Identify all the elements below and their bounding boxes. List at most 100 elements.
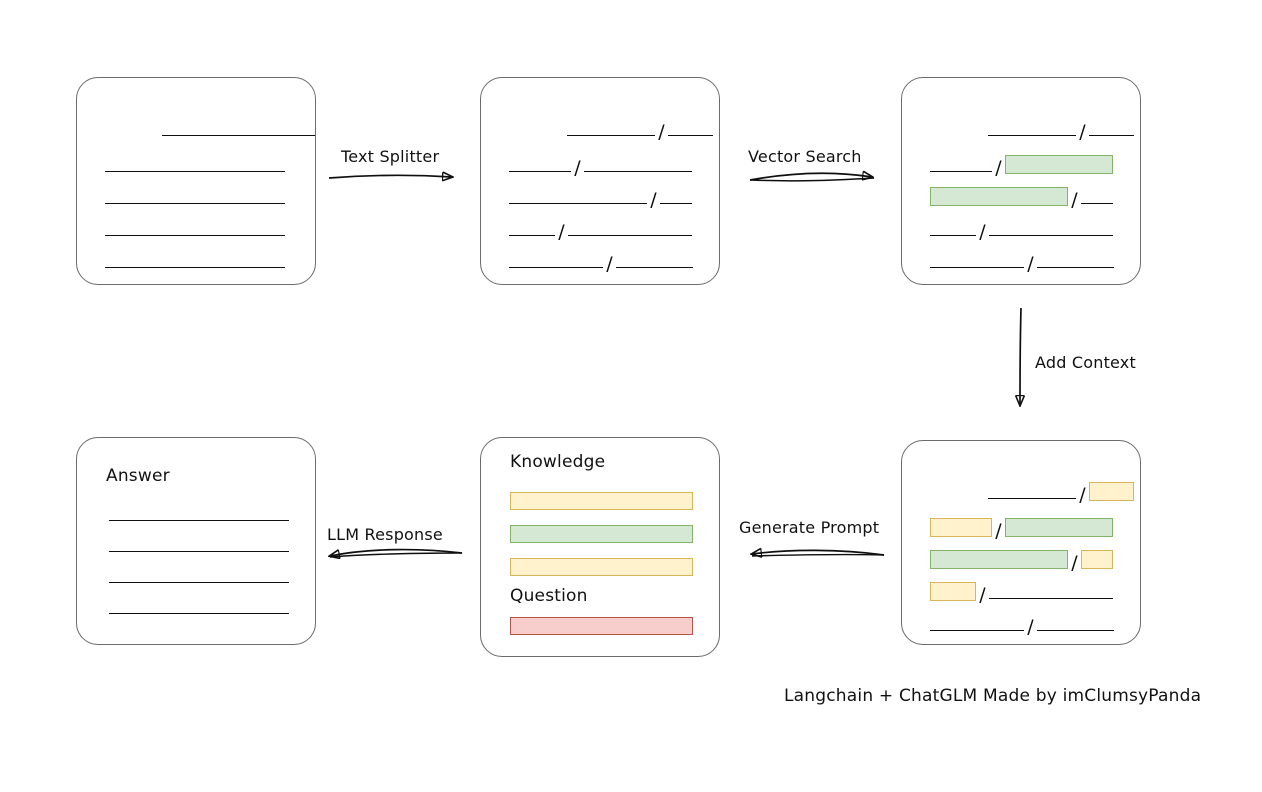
text-line-segment bbox=[930, 235, 976, 236]
text-line-segment bbox=[105, 203, 285, 204]
text-line-segment bbox=[584, 171, 692, 172]
arrow-text-splitter bbox=[328, 175, 452, 178]
document-row: / bbox=[930, 246, 1114, 275]
highlighted-chunk-green bbox=[1005, 518, 1113, 537]
text-line-segment bbox=[930, 630, 1024, 631]
knowledge-bar-1 bbox=[510, 492, 693, 510]
text-line-segment bbox=[568, 235, 692, 236]
chunk-separator-slash: / bbox=[979, 221, 986, 243]
document-row: / bbox=[509, 214, 692, 243]
document-row: / bbox=[509, 182, 692, 211]
text-line-segment bbox=[105, 171, 285, 172]
highlighted-chunk-yellow bbox=[1089, 482, 1134, 501]
answer-line-2 bbox=[109, 551, 289, 552]
document-rows: / / / / / bbox=[902, 441, 1140, 644]
text-line-segment bbox=[509, 203, 647, 204]
arrow-add-context bbox=[1020, 307, 1021, 405]
highlighted-chunk-green bbox=[1005, 155, 1113, 174]
edge-label-vector-search: Vector Search bbox=[748, 147, 862, 166]
text-line-segment bbox=[616, 267, 693, 268]
chunk-separator-slash: / bbox=[1071, 189, 1078, 211]
text-line-segment bbox=[930, 267, 1024, 268]
text-line-segment bbox=[1037, 630, 1114, 631]
arrow-generate-prompt bbox=[752, 550, 885, 555]
highlighted-chunk-yellow bbox=[1081, 550, 1113, 569]
chunk-separator-slash: / bbox=[995, 520, 1002, 542]
chunk-separator-slash: / bbox=[1071, 552, 1078, 574]
chunk-separator-slash: / bbox=[995, 157, 1002, 179]
highlighted-chunk-yellow bbox=[930, 518, 992, 537]
edge-label-generate-prompt: Generate Prompt bbox=[739, 518, 880, 537]
knowledge-bar-3 bbox=[510, 558, 693, 576]
document-row: / bbox=[930, 477, 1134, 506]
text-line-segment bbox=[567, 135, 655, 136]
text-line-segment bbox=[105, 267, 285, 268]
highlighted-chunk-green bbox=[930, 187, 1068, 206]
text-line-segment bbox=[660, 203, 692, 204]
chunk-separator-slash: / bbox=[979, 584, 986, 606]
diagram-caption: Langchain + ChatGLM Made by imClumsyPand… bbox=[784, 686, 1202, 706]
text-line-segment bbox=[988, 498, 1076, 499]
chunk-separator-slash: / bbox=[606, 253, 613, 275]
document-rows: / / / / / bbox=[902, 78, 1140, 284]
document-rows bbox=[77, 78, 315, 284]
card-prompt[interactable]: Knowledge Question bbox=[480, 437, 720, 657]
document-row bbox=[105, 114, 315, 136]
text-line-segment bbox=[988, 135, 1076, 136]
text-line-segment bbox=[105, 235, 285, 236]
arrow-vector-search bbox=[749, 173, 872, 181]
card-answer[interactable]: Answer bbox=[76, 437, 316, 645]
text-line-segment bbox=[162, 135, 315, 136]
card-matched-chunks[interactable]: / / / / / bbox=[901, 77, 1141, 285]
text-line-segment bbox=[989, 235, 1113, 236]
chunk-separator-slash: / bbox=[1079, 484, 1086, 506]
document-row: / bbox=[930, 114, 1134, 143]
chunk-separator-slash: / bbox=[558, 221, 565, 243]
answer-line-1 bbox=[109, 520, 289, 521]
text-line-segment bbox=[930, 171, 992, 172]
question-label: Question bbox=[510, 586, 588, 606]
text-line-segment bbox=[1081, 203, 1113, 204]
document-row: / bbox=[930, 577, 1113, 606]
knowledge-label: Knowledge bbox=[510, 452, 606, 472]
document-row bbox=[105, 182, 285, 204]
card-source-document[interactable] bbox=[76, 77, 316, 285]
document-rows: / / / / / bbox=[481, 78, 719, 284]
document-row: / bbox=[930, 545, 1113, 574]
text-line-segment bbox=[1037, 267, 1114, 268]
edge-label-text-splitter: Text Splitter bbox=[341, 147, 440, 166]
document-row: / bbox=[930, 609, 1114, 638]
chunk-separator-slash: / bbox=[650, 189, 657, 211]
document-row: / bbox=[930, 214, 1113, 243]
chunk-separator-slash: / bbox=[574, 157, 581, 179]
document-row bbox=[105, 214, 285, 236]
document-row: / bbox=[930, 150, 1113, 179]
text-line-segment bbox=[668, 135, 713, 136]
arrow-llm-response bbox=[330, 548, 463, 556]
card-split-chunks[interactable]: / / / / / bbox=[480, 77, 720, 285]
text-line-segment bbox=[1089, 135, 1134, 136]
card-context-chunks[interactable]: / / / / / bbox=[901, 440, 1141, 645]
text-line-segment bbox=[989, 598, 1113, 599]
document-row bbox=[105, 150, 285, 172]
chunk-separator-slash: / bbox=[1079, 121, 1086, 143]
knowledge-bar-2 bbox=[510, 525, 693, 543]
answer-line-4 bbox=[109, 613, 289, 614]
document-row: / bbox=[509, 150, 692, 179]
answer-label: Answer bbox=[106, 466, 170, 486]
text-line-segment bbox=[509, 171, 571, 172]
chunk-separator-slash: / bbox=[1027, 253, 1034, 275]
document-row: / bbox=[930, 513, 1113, 542]
document-row: / bbox=[509, 246, 693, 275]
chunk-separator-slash: / bbox=[1027, 616, 1034, 638]
question-bar-1 bbox=[510, 617, 693, 635]
edge-label-llm-response: LLM Response bbox=[327, 525, 443, 544]
document-row bbox=[105, 246, 285, 268]
edge-label-add-context: Add Context bbox=[1035, 353, 1136, 372]
highlighted-chunk-green bbox=[930, 550, 1068, 569]
document-row: / bbox=[509, 114, 713, 142]
text-line-segment bbox=[509, 235, 555, 236]
answer-line-3 bbox=[109, 582, 289, 583]
highlighted-chunk-yellow bbox=[930, 582, 976, 601]
